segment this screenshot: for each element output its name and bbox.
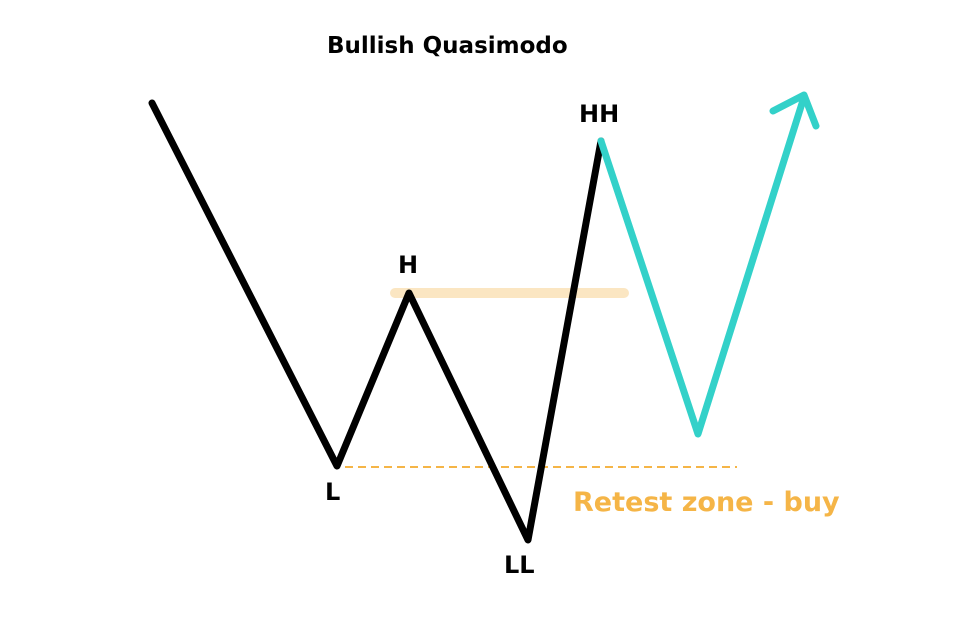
price-path	[148, 99, 605, 544]
label-lower-low: LL	[504, 551, 535, 579]
diagram-title: Bullish Quasimodo	[327, 33, 568, 59]
projection-path	[597, 93, 808, 438]
label-low: L	[325, 478, 341, 506]
arrow-head-icon	[769, 91, 820, 130]
label-high: H	[398, 251, 419, 279]
label-retest-zone: Retest zone - buy	[573, 487, 840, 518]
label-higher-high: HH	[579, 100, 620, 128]
